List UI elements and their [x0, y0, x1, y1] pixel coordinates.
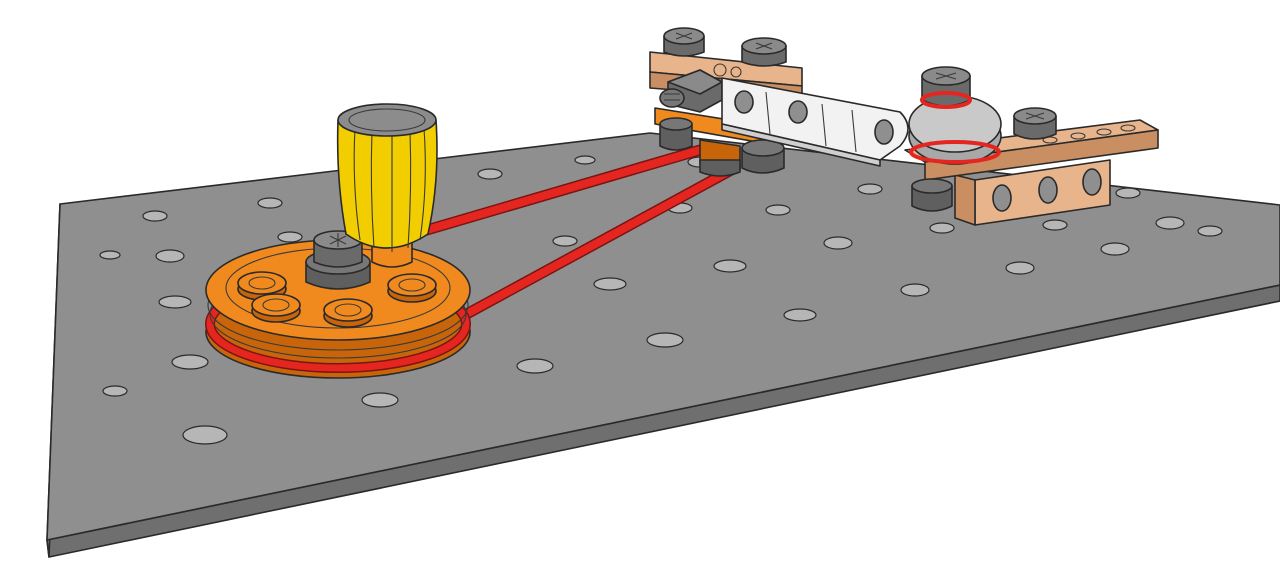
baseplate-hole: [929, 222, 955, 234]
right-top-screw: [920, 66, 972, 109]
baseplate-hole: [713, 259, 747, 273]
baseplate-hole: [1042, 219, 1068, 231]
baseplate-hole: [182, 425, 228, 445]
upper-bracket: [649, 27, 803, 177]
crank-handle-body: [336, 119, 438, 249]
baseplate-hole: [593, 277, 627, 291]
right-assembly: [904, 66, 1159, 226]
washer-disc: [908, 95, 1002, 165]
baseplate-hole: [99, 250, 121, 260]
baseplate-hole: [900, 283, 930, 297]
baseplate-hole: [646, 332, 684, 348]
baseplate-hole: [142, 210, 168, 222]
baseplate-hole: [158, 295, 192, 309]
drive-belt: [414, 144, 741, 328]
baseplate-hole: [102, 385, 128, 397]
baseplate-hole: [823, 236, 853, 250]
baseplate-hole: [171, 354, 209, 370]
baseplate-hole: [857, 183, 883, 195]
baseplate-hole: [574, 155, 596, 165]
right-bottom-nut: [911, 178, 953, 212]
metal-link-bar: [721, 77, 909, 167]
baseplate-hole: [257, 197, 283, 209]
baseplate-hole: [516, 358, 554, 374]
baseplate-hole: [1155, 216, 1185, 230]
baseplate-hole: [1197, 225, 1223, 237]
pulley-bosses: [237, 271, 437, 328]
baseplate-hole: [477, 168, 503, 180]
baseplate-hole: [1100, 242, 1130, 256]
baseplate-hole: [552, 235, 578, 247]
bracket-nuts: [659, 117, 785, 177]
crank-handle: [336, 103, 438, 268]
baseplate-hole: [155, 249, 185, 263]
pulley-wheel: [205, 230, 471, 379]
pulley-center-screw: [305, 230, 371, 290]
baseplate-hole: [277, 231, 303, 243]
upper-screw-left: [663, 27, 705, 57]
baseplate-hole: [783, 308, 817, 322]
right-strip-screw: [1013, 107, 1057, 140]
baseplate-hole: [1115, 187, 1141, 199]
baseplate-hole: [361, 392, 399, 408]
upper-screw-right: [741, 37, 787, 67]
baseplate-hole: [765, 204, 791, 216]
baseplate-hole: [1005, 261, 1035, 275]
